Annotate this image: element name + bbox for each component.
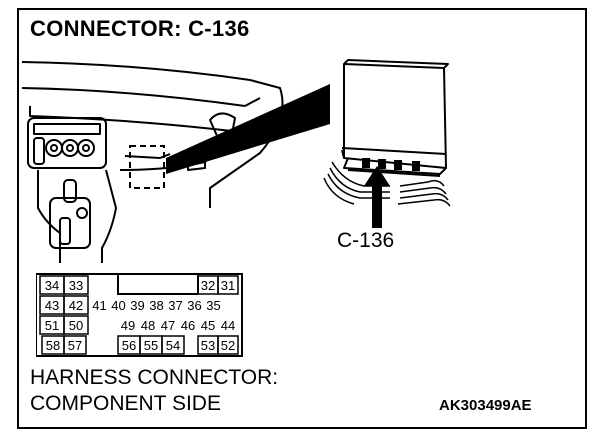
- pin-number: 53: [201, 338, 215, 353]
- pin-number: 47: [161, 318, 175, 333]
- pin-cell: [161, 335, 185, 355]
- pin-cell: [63, 295, 89, 315]
- pin-number: 37: [168, 298, 182, 313]
- pin-number: 56: [122, 338, 136, 353]
- pin-number: 34: [45, 278, 59, 293]
- pin-number: 58: [46, 338, 60, 353]
- pin-number: 49: [121, 318, 135, 333]
- pin-number: 57: [68, 338, 82, 353]
- dashboard-illustration: [21, 61, 330, 263]
- pin-number: 48: [141, 318, 155, 333]
- pin-number: 51: [45, 318, 59, 333]
- pin-number: 31: [221, 278, 235, 293]
- pin-number: 43: [45, 298, 59, 313]
- pin-number: 45: [201, 318, 215, 333]
- pin-number: 35: [206, 298, 220, 313]
- pin-cell: [63, 315, 89, 335]
- pin-number: 44: [221, 318, 235, 333]
- component-illustration: [323, 59, 451, 207]
- connector-pinout: 34 33 32 31 43 42 41 40 39 38 37 36 35 51 50 49 48 47 46 45…: [36, 273, 243, 357]
- pin-number: 42: [69, 298, 83, 313]
- pin-cell: [63, 335, 87, 355]
- harness-connector-label: HARNESS CONNECTOR:: [30, 366, 279, 389]
- pin-number: 32: [201, 278, 215, 293]
- pin-number: 36: [187, 298, 201, 313]
- figure-code: AK303499AE: [439, 397, 532, 414]
- pin-number: 54: [166, 338, 180, 353]
- pin-number: 33: [69, 278, 83, 293]
- pin-number: 39: [130, 298, 144, 313]
- pin-cell: [217, 335, 239, 355]
- pin-number: 41: [92, 298, 106, 313]
- up-arrow-icon: [364, 166, 390, 228]
- pin-number: 40: [111, 298, 125, 313]
- pin-number: 46: [181, 318, 195, 333]
- pin-number: 52: [221, 338, 235, 353]
- diagram-frame: [17, 8, 587, 429]
- pin-number: 50: [69, 318, 83, 333]
- component-side-label: COMPONENT SIDE: [30, 392, 221, 415]
- pin-cell: [63, 275, 89, 295]
- pin-number: 55: [144, 338, 158, 353]
- pin-cell: [217, 275, 239, 295]
- connector-title: CONNECTOR: C-136: [30, 16, 250, 41]
- pin-number: 38: [149, 298, 163, 313]
- callout-label: C-136: [337, 229, 395, 252]
